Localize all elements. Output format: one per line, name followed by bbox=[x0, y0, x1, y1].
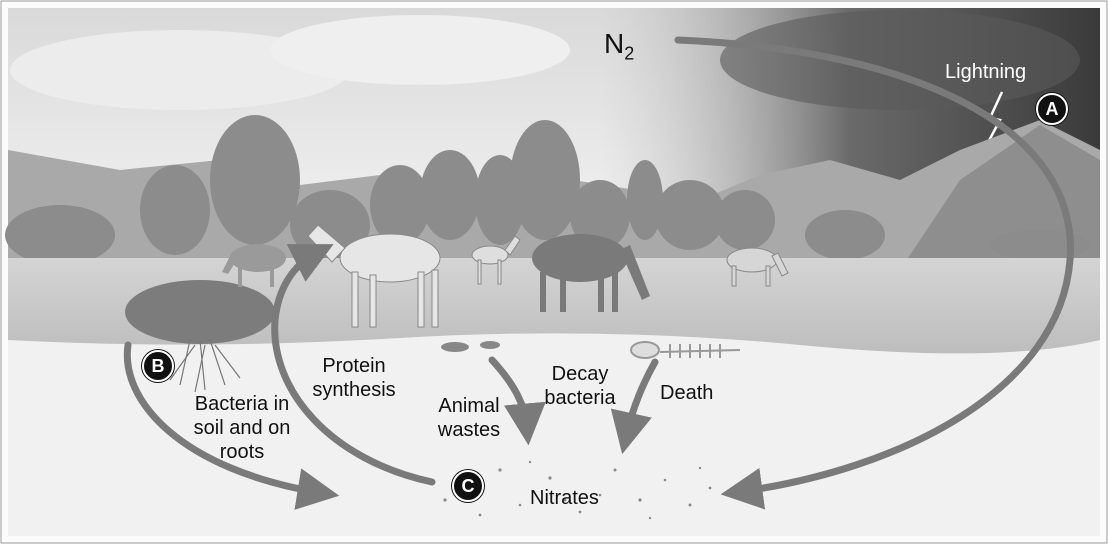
decay-label-line2: bacteria bbox=[528, 386, 632, 410]
cloud bbox=[270, 15, 570, 85]
animal-label-line2: wastes bbox=[424, 418, 514, 442]
animal-label-line1: Animal bbox=[424, 394, 514, 418]
animal-wastes-label: Animal wastes bbox=[424, 394, 514, 442]
marker-b: B bbox=[142, 350, 174, 382]
nitrogen-gas-label: N2 bbox=[604, 28, 634, 65]
lightning-label: Lightning bbox=[945, 60, 1026, 84]
protein-label-line1: Protein bbox=[306, 354, 402, 378]
bacteria-label: Bacteria in soil and on roots bbox=[172, 392, 312, 464]
death-label: Death bbox=[660, 381, 713, 405]
decay-label-line1: Decay bbox=[528, 362, 632, 386]
nitrates-label: Nitrates bbox=[530, 486, 599, 510]
n2-text: N bbox=[604, 28, 624, 59]
decay-bacteria-label: Decay bacteria bbox=[528, 362, 632, 410]
bacteria-label-line2: soil and on bbox=[172, 416, 312, 440]
marker-c: C bbox=[452, 470, 484, 502]
bacteria-label-line3: roots bbox=[172, 440, 312, 464]
protein-synthesis-label: Protein synthesis bbox=[306, 354, 402, 402]
n2-subscript: 2 bbox=[624, 44, 634, 64]
bacteria-label-line1: Bacteria in bbox=[172, 392, 312, 416]
bush bbox=[125, 280, 275, 344]
marker-a: A bbox=[1036, 93, 1068, 125]
protein-label-line2: synthesis bbox=[306, 378, 402, 402]
